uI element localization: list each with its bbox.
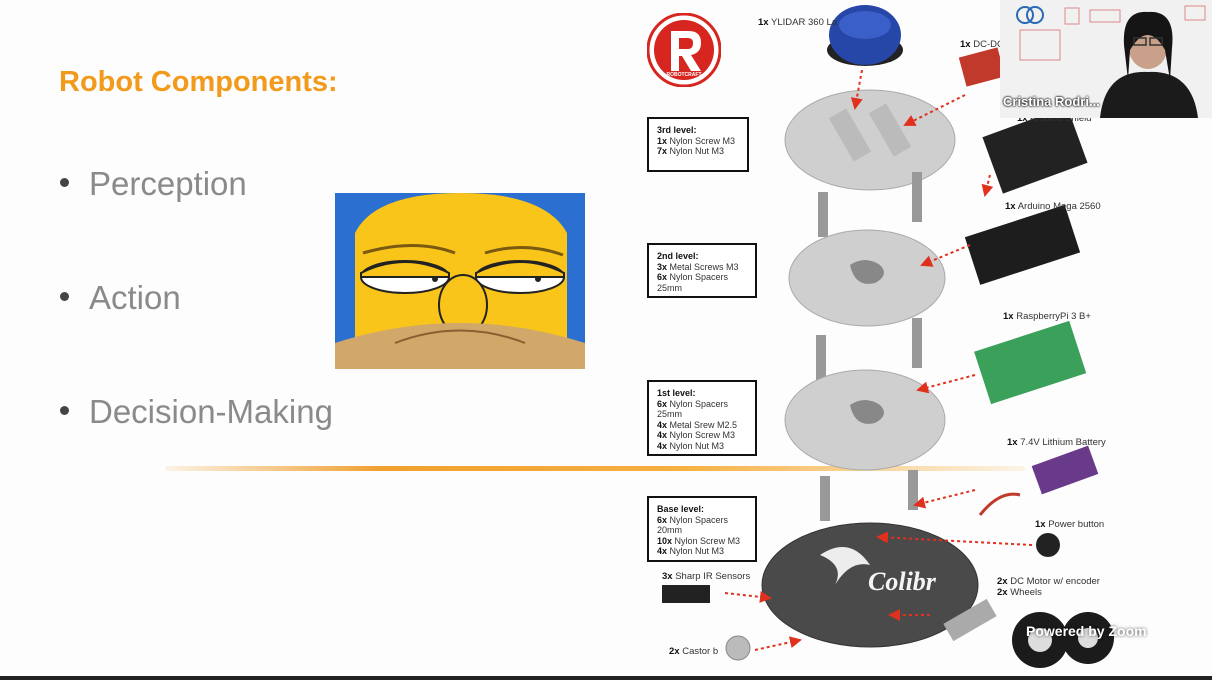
component-label-lidar: 1x YLIDAR 360 La: [758, 17, 838, 28]
plate-level-3: [784, 89, 956, 191]
bullet-item: Decision-Making: [60, 393, 333, 431]
cartoon-face-image: [335, 193, 585, 369]
bottom-toolbar-strip: [0, 676, 1212, 680]
level-box-3rd: 3rd level: 1x Nylon Screw M3 7x Nylon Nu…: [647, 117, 749, 172]
base-logo-text: Colibr: [868, 567, 937, 596]
level-box-2nd: 2nd level: 3x Metal Screws M3 6x Nylon S…: [647, 243, 757, 298]
participant-video-tile[interactable]: [1000, 0, 1212, 118]
component-label-raspberry-pi: 1x RaspberryPi 3 B+: [1003, 311, 1091, 322]
bullet-item: Action: [60, 279, 181, 317]
component-label-castor: 2x Castor b: [669, 646, 719, 657]
component-label-dcdc: 1x DC-DC: [960, 39, 1004, 50]
level-heading: 3rd level:: [657, 125, 697, 135]
castor-ball-part: [725, 635, 751, 661]
bullet-item: Perception: [60, 165, 247, 203]
dcdc-board: [958, 47, 1006, 87]
bullet-text: Decision-Making: [89, 393, 333, 430]
component-label-battery: 1x 7.4V Lithium Battery: [1007, 437, 1106, 448]
power-button-part: [1036, 533, 1060, 557]
badge-text: ROBOTCRAFT: [666, 72, 702, 78]
component-label-arduino-shield: 1x Arduino Shield: [1017, 113, 1092, 124]
participant-name-label: Cristina Rodri...: [1003, 94, 1100, 109]
component-label-power-button: 1x Power button: [1035, 519, 1105, 530]
bullet-dot: [60, 405, 69, 415]
raspberry-pi-board: [974, 320, 1087, 405]
bullet-text: Perception: [89, 165, 247, 202]
zoom-watermark: Powered by Zoom: [1026, 623, 1147, 639]
battery-pack: [1031, 445, 1099, 495]
bullet-dot: [60, 177, 69, 187]
level-box-1st: 1st level: 6x Nylon Spacers 25mm 4x Meta…: [647, 380, 757, 456]
ir-sensor-part: [662, 585, 710, 603]
arduino-mega-board: [964, 204, 1081, 285]
dc-motor-part: [943, 598, 997, 642]
bullet-dot: [60, 291, 69, 301]
slide-title: Robot Components:: [59, 66, 338, 98]
level-box-base: Base level: 6x Nylon Spacers 20mm 10x Ny…: [647, 496, 757, 562]
level-heading: 2nd level:: [657, 251, 699, 261]
level-heading: Base level:: [657, 504, 705, 514]
lidar-part: [827, 5, 903, 66]
level-heading: 1st level:: [657, 388, 696, 398]
component-label-arduino-mega: 1x Arduino Mega 2560: [1005, 201, 1101, 212]
component-label-ir-sensors: 3x Sharp IR Sensors: [662, 571, 751, 582]
orange-divider-line: [165, 466, 1025, 471]
arduino-shield-board: [982, 106, 1088, 194]
bullet-text: Action: [89, 279, 181, 316]
robot-exploded-diagram: Colibr: [662, 5, 1114, 668]
robotcraft-badge: ROBOTCRAFT: [646, 12, 722, 88]
